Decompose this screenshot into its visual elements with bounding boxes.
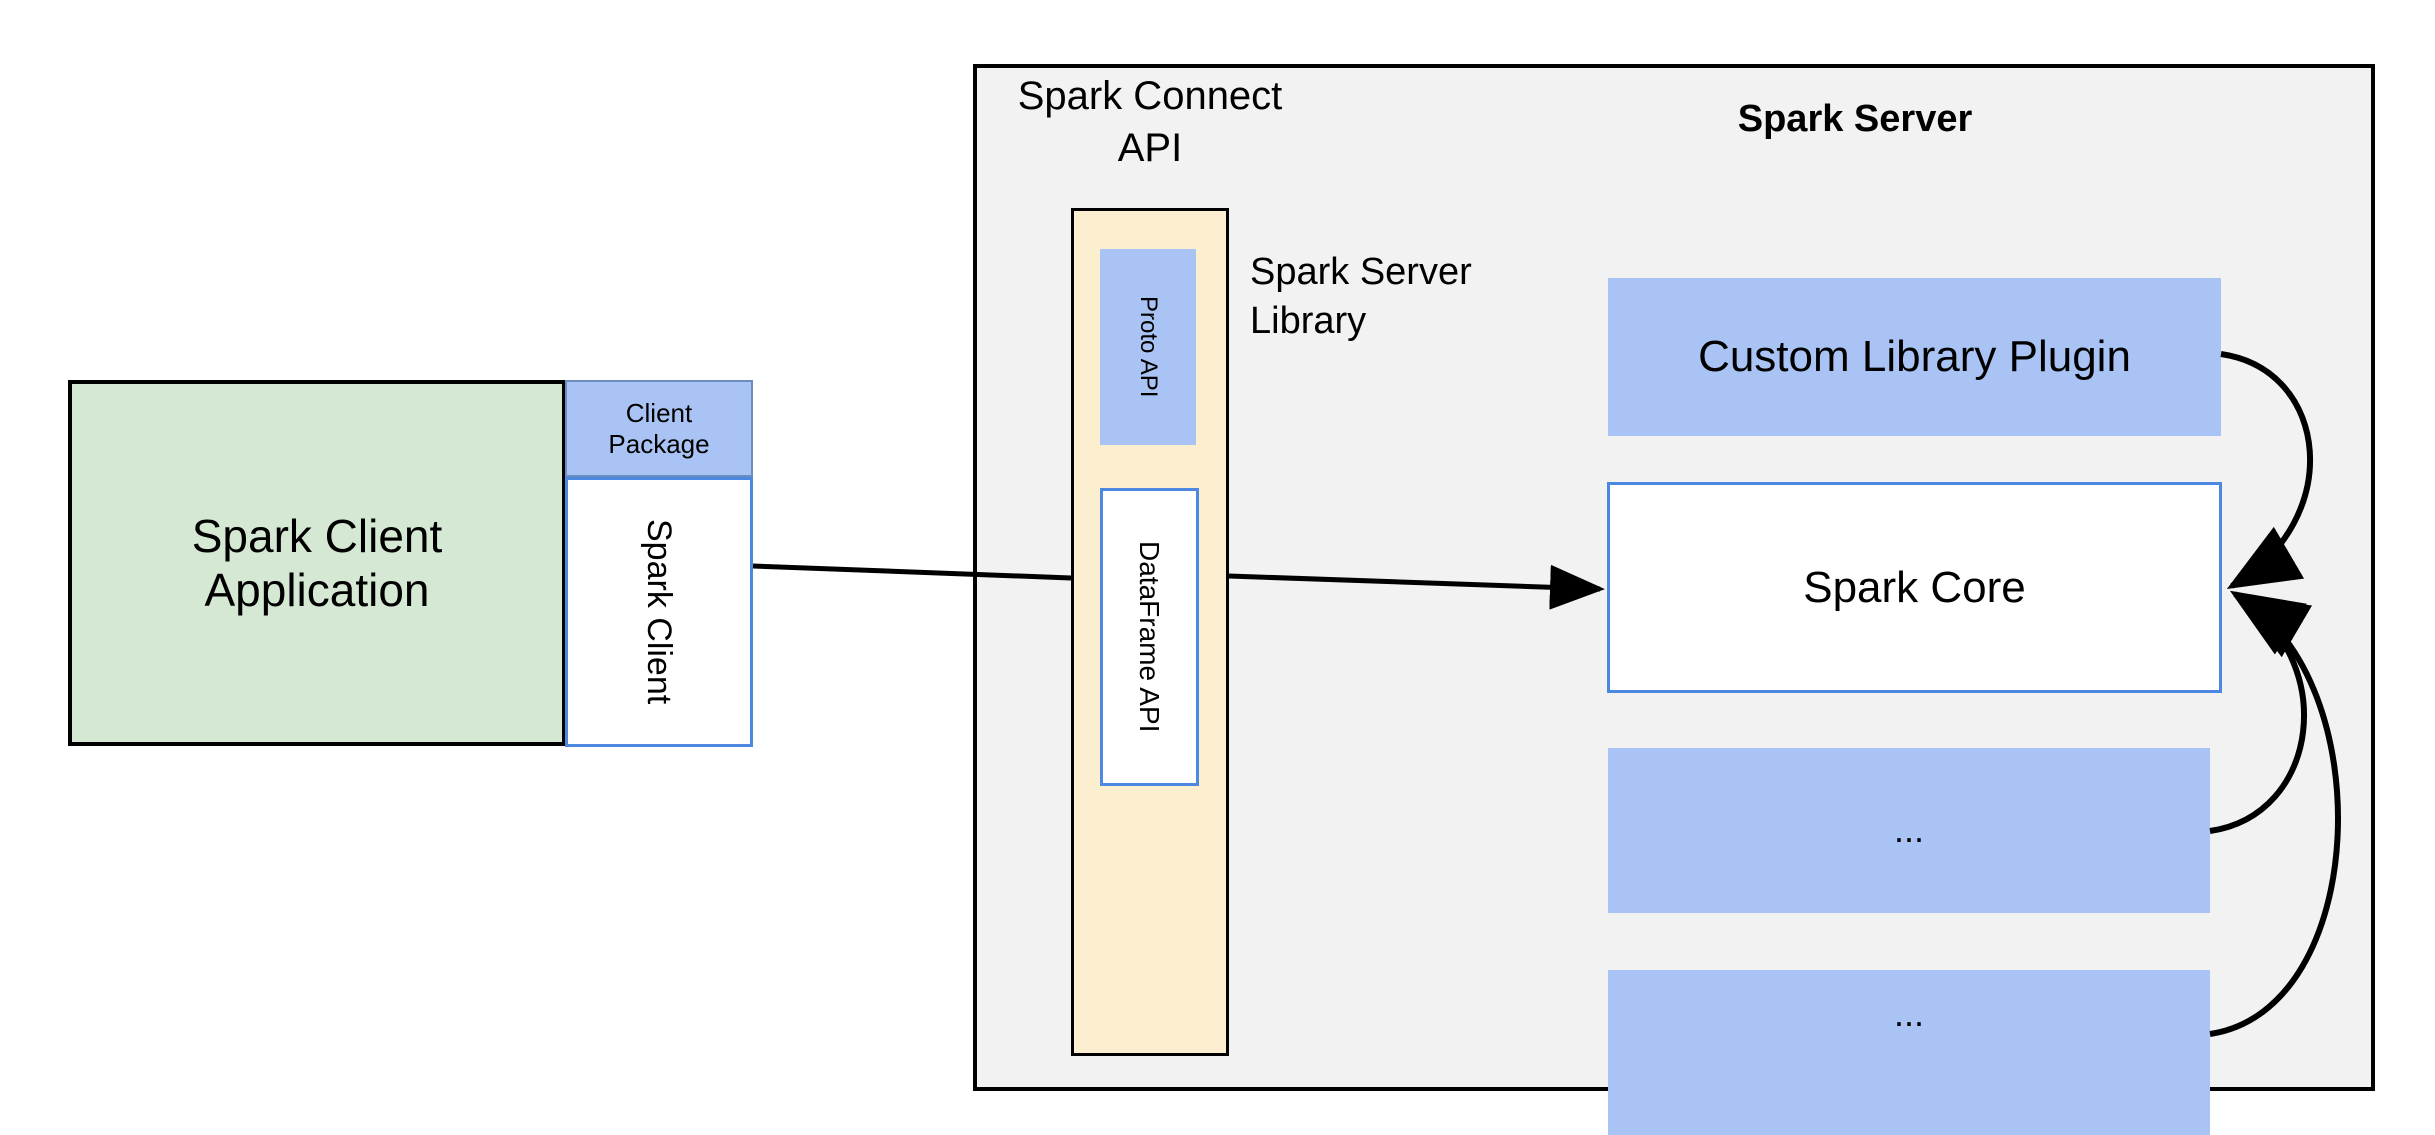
spark-server-title: Spark Server bbox=[1737, 98, 1973, 140]
server-component-placeholder-2[interactable]: ... bbox=[1608, 970, 2210, 1135]
server-component-placeholder-1-label: ... bbox=[1893, 809, 1924, 851]
custom-library-plugin-label: Custom Library Plugin bbox=[1698, 332, 2131, 382]
client-package-box[interactable]: Client Package bbox=[565, 380, 753, 477]
spark-client-application-box[interactable]: Spark Client Application bbox=[68, 380, 566, 746]
spark-server-library-label: Spark Server Library bbox=[1250, 251, 1472, 343]
spark-core-label: Spark Core bbox=[1803, 562, 2026, 612]
proto-api-label: Proto API bbox=[1135, 296, 1163, 398]
custom-library-plugin-box[interactable]: Custom Library Plugin bbox=[1608, 278, 2221, 436]
dataframe-api-label: DataFrame API bbox=[1134, 541, 1166, 733]
spark-client-application-label: Spark Client Application bbox=[191, 509, 443, 616]
client-package-label: Client Package bbox=[608, 397, 710, 459]
dataframe-api-box[interactable]: DataFrame API bbox=[1100, 488, 1199, 786]
server-component-placeholder-1[interactable]: ... bbox=[1608, 748, 2210, 913]
spark-client-box[interactable]: Spark Client bbox=[565, 477, 753, 747]
spark-client-label: Spark Client bbox=[640, 519, 679, 705]
server-component-placeholder-2-label: ... bbox=[1893, 993, 1924, 1035]
spark-connect-api-label: Spark Connect API bbox=[1017, 74, 1283, 170]
spark-core-box[interactable]: Spark Core bbox=[1607, 482, 2222, 693]
proto-api-box[interactable]: Proto API bbox=[1100, 249, 1196, 445]
